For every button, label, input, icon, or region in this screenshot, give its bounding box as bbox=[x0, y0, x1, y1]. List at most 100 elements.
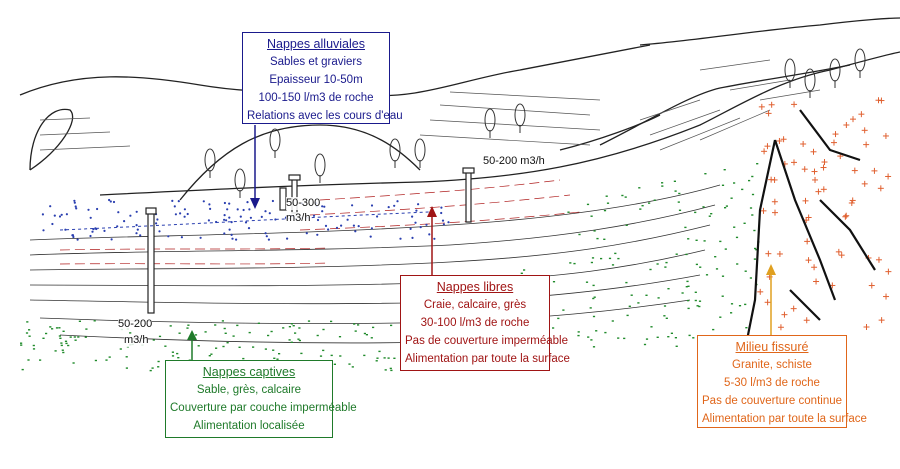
aquifer-dot bbox=[749, 207, 753, 209]
aquifer-dot bbox=[375, 360, 378, 362]
sand-dot bbox=[74, 205, 77, 208]
aquifer-dot bbox=[178, 332, 181, 334]
tree-crown bbox=[269, 128, 281, 152]
aquifer-dot bbox=[298, 339, 301, 342]
sand-dot bbox=[324, 224, 328, 227]
aquifer-dot bbox=[573, 262, 576, 265]
aquifer-dot bbox=[656, 263, 659, 265]
sand-dot bbox=[351, 204, 354, 207]
aquifer-dot bbox=[384, 369, 387, 371]
aquifer-dot bbox=[587, 336, 590, 338]
wells bbox=[145, 167, 475, 314]
aquifer-dot bbox=[55, 327, 59, 329]
aquifer-dot bbox=[738, 305, 742, 307]
aquifer-dot bbox=[194, 334, 198, 336]
aquifer-dot bbox=[687, 307, 690, 310]
sand-dot bbox=[202, 200, 205, 203]
aquifer-dot bbox=[628, 305, 631, 307]
aquifer-dot bbox=[741, 188, 744, 191]
aquifer-dot bbox=[125, 356, 128, 358]
sand-dot bbox=[73, 199, 76, 202]
aquifer-dot bbox=[372, 326, 375, 329]
aquifer-dot bbox=[723, 169, 726, 171]
sand-dot bbox=[135, 210, 138, 213]
aquifer-dot bbox=[592, 346, 596, 348]
tree-crown bbox=[414, 138, 426, 162]
sand-dot bbox=[264, 210, 267, 213]
sand-dot bbox=[340, 224, 343, 227]
aquifer-dot bbox=[21, 368, 24, 371]
aquifer-dot bbox=[330, 320, 333, 323]
well-flow-unit-3: m3/h bbox=[124, 334, 149, 347]
aquifer-dot bbox=[605, 195, 608, 197]
captive-aquifer-dots bbox=[20, 163, 760, 372]
sand-dot bbox=[116, 225, 119, 228]
aquifer-dot bbox=[604, 331, 607, 334]
alluvial-aquifer-box: Nappes alluviales Sables et graviers Epa… bbox=[242, 32, 403, 124]
aquifer-dot bbox=[694, 299, 697, 302]
aquifer-dot bbox=[637, 302, 640, 304]
aquifer-dot bbox=[719, 316, 722, 318]
aquifer-dot bbox=[692, 337, 695, 339]
aquifer-dot bbox=[387, 357, 390, 359]
aquifer-dot bbox=[152, 339, 155, 341]
aquifer-dot bbox=[45, 332, 48, 335]
aquifer-dot bbox=[149, 369, 152, 372]
sand-dot bbox=[321, 205, 324, 208]
sand-dot bbox=[51, 222, 54, 226]
aquifer-dot bbox=[294, 332, 297, 334]
aquifer-dot bbox=[330, 354, 333, 357]
sand-dot bbox=[316, 233, 319, 236]
sand-dot bbox=[76, 238, 79, 241]
sand-dot bbox=[41, 213, 45, 216]
sand-dot bbox=[370, 227, 373, 230]
aquifer-dot bbox=[242, 357, 245, 360]
aquifer-dot bbox=[678, 209, 682, 211]
sand-dot bbox=[112, 200, 116, 204]
aquifer-dot bbox=[322, 328, 325, 331]
sand-dot bbox=[393, 204, 396, 207]
aquifer-dot bbox=[390, 369, 393, 372]
aquifer-dot bbox=[105, 359, 108, 361]
aquifer-dot bbox=[744, 270, 747, 272]
aquifer-dot bbox=[724, 248, 727, 250]
sand-dot bbox=[354, 230, 357, 233]
aquifer-dot bbox=[248, 331, 251, 334]
sand-dot bbox=[440, 206, 443, 209]
aquifer-dot bbox=[257, 322, 260, 324]
well-flow-label-1: 50-300 bbox=[286, 197, 321, 210]
aquifer-dot bbox=[69, 336, 72, 338]
aquifer-dot bbox=[562, 309, 565, 311]
sand-dot bbox=[441, 219, 445, 222]
sand-dot bbox=[323, 205, 326, 208]
aquifer-dot bbox=[643, 343, 647, 346]
aquifer-dot bbox=[62, 330, 65, 332]
aquifer-dot bbox=[593, 230, 596, 232]
sand-dot bbox=[425, 223, 428, 226]
fissure-title: Milieu fissuré bbox=[735, 340, 809, 354]
aquifer-dot bbox=[60, 344, 63, 347]
sand-dot bbox=[173, 205, 176, 208]
aquifer-dot bbox=[678, 192, 681, 195]
aquifer-dot bbox=[719, 240, 722, 243]
sand-dot bbox=[135, 224, 138, 227]
aquifer-dot bbox=[64, 340, 68, 342]
aquifer-dot bbox=[736, 263, 739, 265]
aquifer-dot bbox=[39, 359, 42, 361]
aquifer-dot bbox=[645, 294, 648, 296]
sand-dot bbox=[177, 200, 180, 203]
aquifer-dot bbox=[252, 346, 255, 348]
fissure-line-4: Alimentation par toute la surface bbox=[702, 413, 867, 425]
sand-dot bbox=[246, 201, 249, 204]
sand-dot bbox=[267, 238, 270, 241]
sand-dot bbox=[230, 233, 233, 236]
sand-dot bbox=[199, 236, 202, 239]
aquifer-dot bbox=[85, 328, 88, 330]
aquifer-dot bbox=[177, 357, 180, 359]
sand-dot bbox=[183, 208, 186, 211]
aquifer-dot bbox=[20, 342, 23, 344]
tree-crown bbox=[234, 168, 246, 192]
aquifer-dot bbox=[58, 335, 61, 337]
aquifer-dot bbox=[653, 199, 656, 201]
tree-crown bbox=[314, 153, 326, 177]
